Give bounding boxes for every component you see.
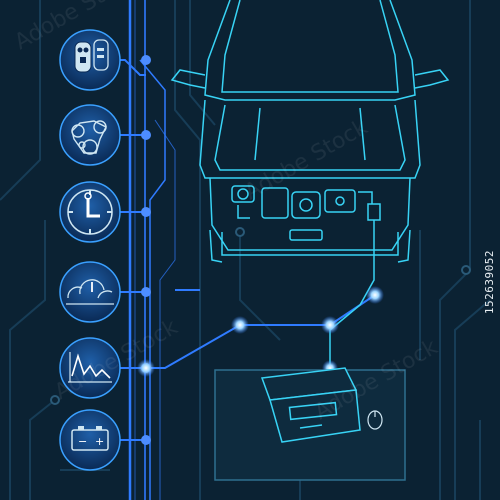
bus-nodes	[141, 55, 151, 445]
clock-wrench-icon	[59, 181, 121, 243]
signal-path	[150, 289, 376, 369]
car-wireframe	[170, 0, 450, 263]
mouse-icon	[367, 410, 383, 430]
circuit-nodes	[50, 227, 471, 405]
bus-lines	[128, 0, 176, 500]
data-cable	[329, 203, 381, 370]
battery-minus-label: −	[78, 435, 87, 448]
dashboard-gauges-icon	[59, 261, 121, 323]
battery-icon: − +	[59, 409, 121, 471]
stock-id: 152639052	[483, 250, 496, 315]
icon-circles: − +	[59, 29, 121, 471]
diagnostic-graph-icon	[59, 337, 121, 399]
battery-plus-label: +	[95, 435, 104, 448]
timing-belt-icon	[59, 104, 121, 166]
laptop-icon	[260, 367, 361, 443]
car-key-icon	[59, 29, 121, 91]
laptop-panel	[214, 367, 406, 481]
